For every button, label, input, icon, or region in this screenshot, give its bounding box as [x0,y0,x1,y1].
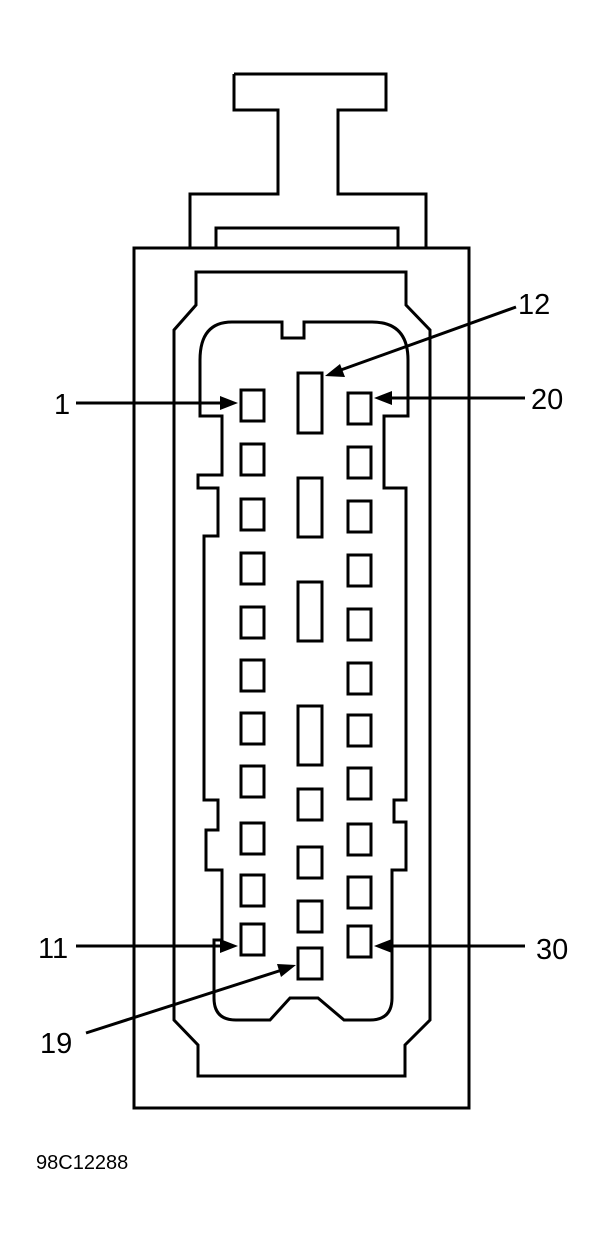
pin-7 [239,711,266,746]
label-pin-20: 20 [531,384,563,416]
pin-5 [239,605,266,640]
pin-22 [346,499,373,534]
pin-23 [346,553,373,588]
pin-6 [239,658,266,693]
arrowhead-pin-12 [325,364,345,377]
pin-27 [346,766,373,801]
pin-20 [346,391,373,426]
arrowhead-pin-11 [220,939,238,953]
pin-26 [346,713,373,748]
label-pin-30: 30 [536,934,568,966]
pin-14 [296,580,324,643]
pin-29 [346,875,373,910]
pin-16 [296,787,324,822]
label-pin-1: 1 [54,389,70,421]
pin-24 [346,607,373,642]
arrowhead-pin-19 [277,964,296,977]
callout-arrows [76,305,525,1035]
label-pin-11: 11 [38,933,68,965]
pin-30 [346,924,373,959]
pin-28 [346,822,373,857]
figure-code: 98C12288 [36,1152,128,1174]
latch-tab [188,72,428,248]
pin-column-right [346,391,373,959]
pin-2 [239,442,266,477]
pin-column-left [239,388,266,957]
arrowhead-pin-1 [220,396,238,410]
label-pin-19: 19 [40,1028,72,1060]
callout-labels: 1 12 20 11 30 19 [38,289,568,1060]
pin-15 [296,704,324,767]
arrow-pin-19 [85,968,283,1035]
pin-25 [346,661,373,696]
middle-shroud [172,270,432,1078]
pin-12 [296,371,324,435]
label-pin-12: 12 [518,289,550,321]
pin-9 [239,821,266,856]
pin-4 [239,551,266,586]
pin-18 [296,899,324,934]
pin-column-middle [296,371,324,981]
pin-21 [346,445,373,480]
arrow-pin-12 [337,305,517,373]
pin-13 [296,476,324,539]
pin-19 [296,946,324,981]
pin-17 [296,845,324,880]
pin-10 [239,873,266,908]
outer-housing [132,246,471,1110]
pin-3 [239,497,266,532]
pin-8 [239,764,266,799]
pin-1 [239,388,266,423]
arrowhead-pin-30 [374,939,392,953]
pin-11 [239,922,266,957]
arrowhead-pin-20 [374,391,392,405]
latch-inner [214,226,400,248]
